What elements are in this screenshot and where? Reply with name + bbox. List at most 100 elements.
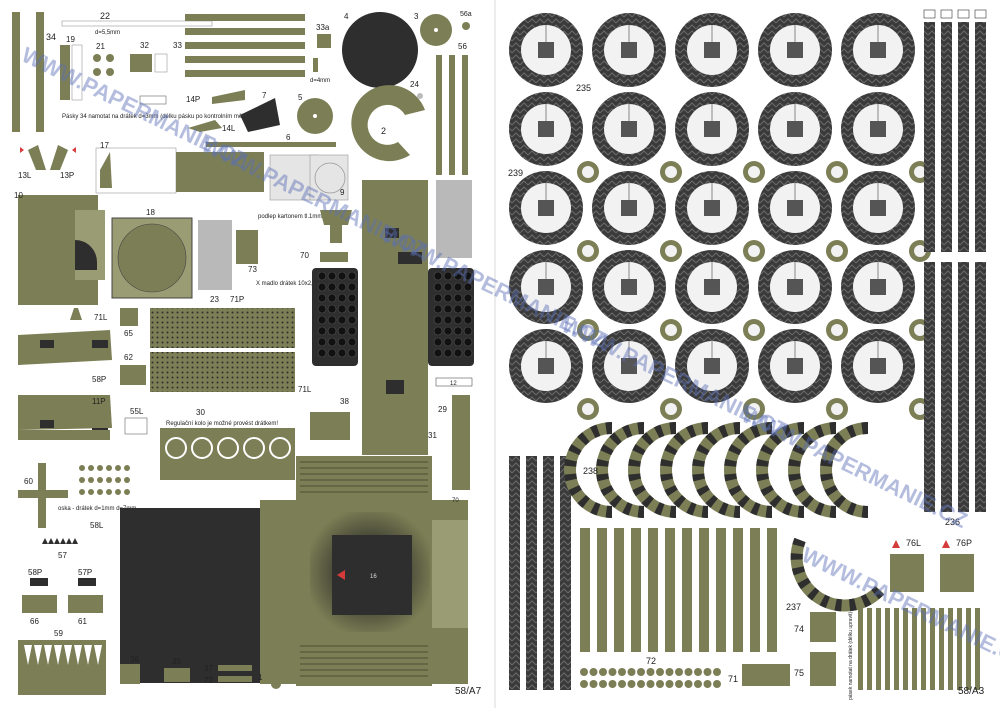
launcher-tube: [453, 348, 463, 358]
part-10-dark: [75, 240, 97, 270]
part-57-plate: [30, 578, 48, 586]
hub-inner: [831, 166, 843, 178]
track-link: [750, 528, 760, 652]
wheel-hub: [704, 279, 720, 295]
label-14L: 14L: [222, 124, 236, 133]
tooth: [60, 538, 66, 544]
part-23-cylinder: [198, 220, 232, 290]
launcher-tube: [453, 282, 463, 292]
ring: [217, 437, 239, 459]
strip: [912, 608, 917, 690]
part-12-cylinder: [436, 180, 472, 258]
launcher-tube: [317, 315, 327, 325]
wheel-hub: [787, 358, 803, 374]
bolt: [106, 489, 112, 495]
strip: [930, 608, 935, 690]
part-60-teeth: [42, 538, 78, 544]
launcher-tube: [443, 348, 453, 358]
label-238: 238: [583, 466, 598, 476]
launcher-tube: [433, 282, 443, 292]
label-14P: 14P: [186, 95, 200, 104]
track-arc-links: [820, 422, 869, 518]
label-71L: 71L: [298, 385, 312, 394]
label-237: 237: [786, 602, 801, 612]
track-strip: [958, 262, 969, 512]
part-56-strip: [449, 55, 455, 175]
ring: [243, 437, 265, 459]
label-76L: 76L: [906, 538, 921, 548]
disc: [608, 668, 617, 676]
wheel-hub: [870, 200, 886, 216]
track-tab: [923, 9, 936, 19]
wheel-hub: [870, 42, 886, 58]
label-32: 32: [140, 41, 149, 50]
track-strip: [941, 262, 952, 512]
track-tab: [957, 9, 970, 19]
launcher-tube: [347, 293, 357, 303]
launcher-tube: [433, 304, 443, 314]
hub-inner: [665, 403, 677, 415]
wheel-hub: [787, 42, 803, 58]
disc: [580, 680, 588, 688]
hub-inner: [831, 403, 843, 415]
launcher-tube: [463, 337, 473, 347]
mark-arrow: [20, 147, 24, 153]
launcher-tube: [317, 337, 327, 347]
note-card: podlep kartonem tl.1mm: [258, 214, 322, 220]
hub-inner: [748, 245, 760, 257]
spike: [84, 645, 92, 665]
launcher-tube: [463, 315, 473, 325]
label-75: 75: [794, 668, 804, 678]
note-8: d=4mm: [310, 78, 330, 84]
part-3b: [320, 210, 352, 225]
part-33-bar: [185, 56, 305, 63]
track-strip: [924, 262, 935, 512]
launcher-tube: [347, 271, 357, 281]
part-38-rings: [165, 437, 291, 459]
tooth: [48, 538, 54, 544]
part-20: [106, 54, 114, 62]
launcher-tube: [327, 293, 337, 303]
hub-inner: [665, 166, 677, 178]
hub-inner: [831, 245, 843, 257]
part-14L: [188, 120, 222, 132]
bolt: [88, 465, 94, 471]
launcher-tube: [347, 315, 357, 325]
label-37: 1: [258, 673, 263, 682]
label-239: 239: [508, 168, 523, 178]
part-13L: [28, 145, 46, 170]
launcher-tube: [317, 348, 327, 358]
part-8: [313, 58, 318, 72]
disc: [627, 668, 636, 676]
part-38-panel: [160, 428, 295, 480]
wheel-hub: [787, 279, 803, 295]
launcher-tube: [327, 337, 337, 347]
label-38: 30: [196, 408, 205, 417]
note-regulation: Regulační kolo je možné provést drátkem!: [166, 421, 278, 427]
wheel-hub: [787, 200, 803, 216]
spike: [74, 645, 82, 665]
track-strip: [941, 22, 952, 252]
wheel-hub: [704, 358, 720, 374]
wheel-hub: [538, 358, 554, 374]
track-strip: [543, 456, 554, 690]
part-74: [810, 612, 836, 642]
tooth: [72, 538, 78, 544]
launcher-tube: [443, 282, 453, 292]
label-24: 24: [410, 80, 419, 89]
launcher-tube: [337, 304, 347, 314]
label-56: 56: [458, 42, 467, 51]
launcher-tubes-right: [433, 271, 473, 358]
label-29: 60: [24, 477, 33, 486]
hub-inner: [748, 166, 760, 178]
track-arc-links: [564, 422, 613, 518]
launcher-tube: [433, 293, 443, 303]
disc: [675, 668, 683, 676]
label-9: 9: [340, 188, 345, 197]
label-17: 17: [100, 141, 109, 150]
part-59: [18, 330, 112, 365]
label-73: 73: [248, 265, 257, 274]
disc: [656, 680, 664, 688]
track-arc-links: [788, 422, 837, 518]
track-strip: [975, 262, 986, 512]
